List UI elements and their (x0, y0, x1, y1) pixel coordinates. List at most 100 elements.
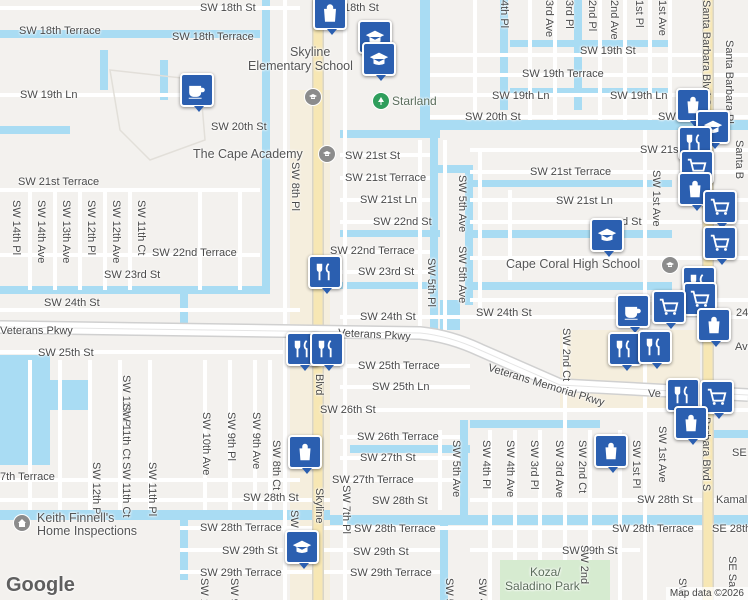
label-sw-7th-pl: SW 7th Pl (340, 485, 352, 534)
label-sw-28th-st: SW 28th St (372, 495, 428, 507)
label-sw-8th-pl: SW 8th Pl (289, 162, 301, 211)
restaurant-icon[interactable] (308, 255, 342, 294)
restaurant-icon[interactable] (310, 332, 344, 371)
place-skyline[interactable]: Skyline (290, 45, 331, 59)
label-sw-19th-st: SW 19th St (580, 45, 636, 57)
label-sw-26th-st: SW 26th St (320, 404, 376, 416)
label-skyline: Skyline (313, 488, 325, 524)
label-sw-3rd-ave: SW 3rd Ave (553, 440, 565, 498)
label-sw-18th-st: SW 18th St (200, 2, 256, 14)
label-sw-21st-st: SW 21st St (345, 150, 401, 162)
school-dot-icon[interactable] (661, 256, 679, 274)
label-sw-26th-terrace: SW 26th Terrace (357, 431, 439, 443)
label-7th-terrace: 7th Terrace (0, 471, 55, 483)
label-sw-24th-st: SW 24th St (360, 311, 416, 323)
label-sw-9-s: SW 9 (228, 578, 240, 600)
school-dot-icon[interactable] (318, 145, 336, 163)
park-dot-icon[interactable] (372, 92, 390, 110)
label-sw-14th-ave: SW 14th Ave (35, 200, 47, 264)
label-sw-8th-ct: SW 8th Ct (270, 440, 282, 491)
label-sw-2nd-ct-s: SW 2nd Ct (576, 440, 588, 494)
label-22nd-st-e: d St (622, 216, 642, 228)
school-icon[interactable] (285, 530, 319, 569)
place-cape-academy[interactable]: The Cape Academy (193, 147, 303, 161)
label-sw-9th-ave: SW 9th Ave (250, 412, 262, 470)
label-sw-27th-terrace: SW 27th Terrace (332, 474, 414, 486)
place-starland[interactable]: Starland (392, 94, 437, 108)
shopping-cart-icon[interactable] (703, 226, 737, 265)
place-cape-coral-high-school[interactable]: Cape Coral High School (506, 257, 641, 271)
shopping-cart-icon[interactable] (652, 290, 686, 329)
shopping-bag-icon[interactable] (313, 0, 347, 35)
label-24-e: 24 (736, 307, 748, 319)
label-sw-21st-terrace-e: SW 21st Terrace (530, 166, 612, 178)
label-sw-5th-ave-2: SW 5th Ave (456, 246, 468, 304)
place-elementary-school[interactable]: Elementary School (248, 59, 353, 73)
label-18th-st: 18th St (344, 2, 379, 14)
label-sw-21st-ln: SW 21st Ln (360, 194, 417, 206)
restaurant-icon[interactable] (638, 330, 672, 369)
label-sw-28th-st-w: SW 28th St (243, 492, 299, 504)
label-sw-23rd-st-w: SW 23rd St (104, 269, 161, 281)
place-keith-finnell[interactable]: Keith Finnell's (37, 511, 115, 525)
place-saladino-park[interactable]: Saladino Park (505, 579, 580, 593)
label-sw-1st-pl: SW 1st Pl (630, 440, 642, 489)
label-sw-4th-ave: SW 4th Ave (504, 440, 516, 498)
school-icon[interactable] (590, 218, 624, 257)
label-sw-10-s: SW 10 (198, 578, 210, 600)
label-sw-24th-st-w: SW 24th St (44, 297, 100, 309)
label-sw-20th-st: SW 20th St (211, 121, 267, 133)
label-sw-3rd-pl: SW 3rd Pl (528, 440, 540, 490)
label-2nd-pl-n: 2nd Pl (586, 0, 598, 32)
label-sw-25th-terrace: SW 25th Terrace (358, 360, 440, 372)
label-sw-13th-ave: SW 13th Ave (60, 200, 72, 264)
label-sw-22nd-terrace: SW 22nd Terrace (330, 245, 415, 257)
label-sw-29th-st-e: SW 29th St (562, 545, 618, 557)
label-sw-11th-ct-s: SW 11th Ct (120, 462, 132, 518)
shopping-bag-icon[interactable] (594, 434, 628, 473)
label-sw-22nd-st: SW 22nd St (373, 216, 432, 228)
label-sw-21s-e: SW 21s (640, 144, 679, 156)
place-home-inspections[interactable]: Home Inspections (37, 524, 138, 538)
shopping-bag-icon[interactable] (674, 406, 708, 445)
label-sw-1st-ave: SW 1st Ave (656, 426, 668, 483)
label-sw-12th-ave: SW 12th Ave (110, 200, 122, 264)
school-dot-icon[interactable] (304, 88, 322, 106)
place-koza[interactable]: Koza/ (530, 565, 561, 579)
label-sw-28th-terrace-e: SW 28th Terrace (612, 523, 694, 535)
label-kamal: Kamal (716, 494, 748, 506)
label-sw-5-s: SW 5 (443, 578, 455, 600)
home-dot-icon[interactable] (13, 514, 31, 532)
map-attribution[interactable]: Map data ©2026 (665, 587, 748, 600)
label-sw-25th-st: SW 25th St (38, 347, 94, 359)
label-ve: Ve (648, 388, 661, 400)
label-sw-14th-pl: SW 14th Pl (10, 200, 22, 256)
label-sw-5th-pl: SW 5th Pl (425, 258, 437, 307)
label-sw-12th-pl-s: SW 12th Pl (90, 462, 102, 518)
shopping-cart-icon[interactable] (703, 190, 737, 229)
label-sw-4th-pl: SW 4th Pl (480, 440, 492, 489)
label-sw-21st-terrace: SW 21st Terrace (345, 172, 427, 184)
google-logo: Google (6, 574, 75, 596)
label-sw-19th-ln-e: SW 19th Ln (492, 90, 550, 102)
label-sw-2nd-ct: SW 2nd Ct (560, 328, 572, 382)
shopping-bag-icon[interactable] (697, 308, 731, 347)
label-sw-24th-st-e: SW 24th St (476, 307, 532, 319)
restaurant-icon[interactable] (608, 332, 642, 371)
label-1st-ave-n: 1st Ave (656, 0, 668, 36)
label-sw-12th-pl: SW 12th Pl (85, 200, 97, 256)
label-se-sa: SE Sa (726, 556, 738, 588)
label-sw-28th-terrace-2: SW 28th Terrace (354, 523, 436, 535)
label-sw-29th-terrace: SW 29th Terrace (200, 567, 282, 579)
coffee-icon[interactable] (180, 73, 214, 112)
coffee-icon[interactable] (616, 294, 650, 333)
label-sw-23rd-st: SW 23rd St (358, 266, 415, 278)
label-sw-11th-pl-s: SW 11th Pl (146, 462, 158, 517)
label-sw-29th-terrace-2: SW 29th Terrace (350, 567, 432, 579)
label-se-27th: SE 27th (732, 447, 748, 459)
school-icon[interactable] (362, 42, 396, 81)
shopping-bag-icon[interactable] (288, 435, 322, 474)
label-sw-19th-ln: SW 19th Ln (20, 89, 78, 101)
label-santa-b: Santa B (733, 140, 745, 180)
